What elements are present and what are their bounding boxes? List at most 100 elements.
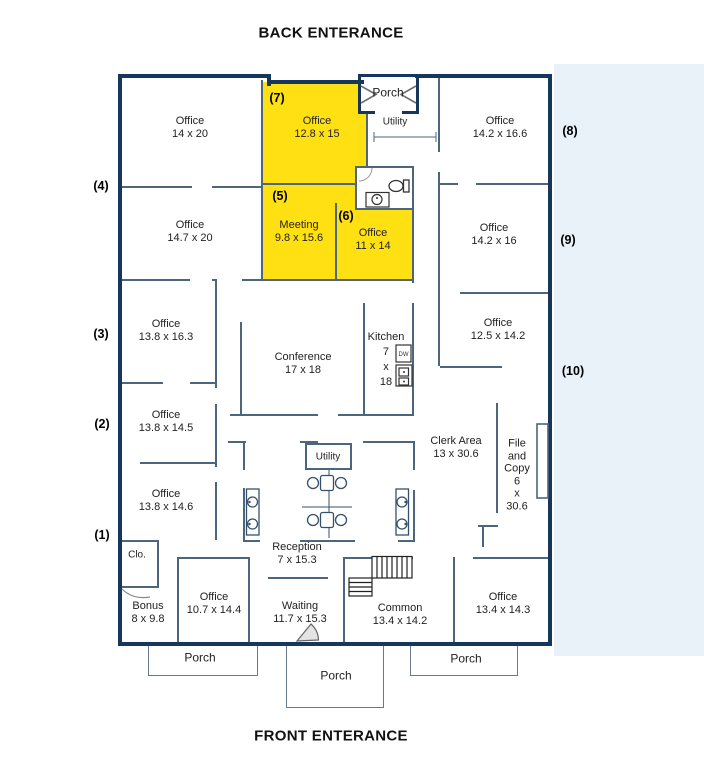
- room-name: Office: [151, 318, 181, 330]
- room-name: Office: [483, 317, 513, 329]
- room-dims: 9.8 x 15.6: [274, 232, 324, 244]
- wall-segment: [118, 74, 271, 78]
- room-dims: 14 x 20: [171, 128, 209, 140]
- room-dims: 30.6: [506, 500, 528, 512]
- room-dims: 10.7 x 14.4: [186, 604, 242, 616]
- room-label-office-13-8x16-3: Office 13.8 x 16.3: [139, 318, 193, 344]
- wall-segment: [268, 577, 328, 579]
- wall-segment: [412, 166, 414, 283]
- room-label-reception: Reception 7 x 15.3: [272, 541, 322, 567]
- room-name: Common: [377, 602, 423, 614]
- room-name: Clo.: [128, 549, 146, 561]
- porch-front-right: [410, 645, 518, 676]
- room-label-waiting: Waiting 11.7 x 15.3: [273, 600, 327, 626]
- wall-segment: [157, 540, 159, 588]
- room-label-porch-back: Porch: [372, 85, 404, 100]
- wall-segment: [476, 183, 550, 185]
- room-name: Porch: [450, 651, 482, 666]
- room-dims: 8 x 9.8: [131, 613, 165, 625]
- wall-segment: [118, 540, 159, 542]
- room-label-office-13-8x14-6: Office 13.8 x 14.6: [139, 488, 193, 514]
- unit-marker-8: (8): [562, 124, 578, 138]
- room-name: Reception: [272, 541, 322, 553]
- room-name: Clerk Area: [430, 435, 482, 447]
- wall-segment: [215, 404, 217, 467]
- wall-segment: [261, 80, 263, 281]
- front-entrance-title: FRONT ENTERANCE: [254, 727, 408, 745]
- room-dims: x: [514, 487, 520, 500]
- file-cabinet-icon: [536, 423, 549, 499]
- wall-segment: [228, 441, 246, 443]
- room-name: Porch: [320, 668, 352, 683]
- wall-segment: [190, 382, 217, 384]
- room-dims: 11.7 x 15.3: [273, 613, 327, 625]
- room-name: Office: [358, 227, 388, 239]
- wall-segment: [267, 80, 364, 84]
- unit-marker-9: (9): [560, 233, 576, 247]
- room-label-office-14-2x16: Office 14.2 x 16: [471, 222, 516, 248]
- room-name: Office: [151, 409, 181, 421]
- room-name: Office: [175, 115, 205, 127]
- room-name: Porch: [372, 85, 404, 100]
- room-dims: 14.7 x 20: [167, 232, 213, 244]
- room-label-common: Common 13.4 x 14.2: [373, 602, 427, 628]
- wall-segment: [243, 488, 245, 542]
- workstation-desks-icon: [245, 470, 410, 538]
- wall-segment: [243, 540, 260, 542]
- room-dims: 12.5 x 14.2: [470, 330, 526, 342]
- room-name: Office: [485, 115, 515, 127]
- wall-segment: [478, 525, 498, 527]
- room-dims: 7 x 15.3: [277, 554, 317, 566]
- wall-segment: [118, 74, 122, 646]
- room-name: Utility: [382, 116, 408, 128]
- unit-marker-3: (3): [93, 327, 109, 341]
- unit-marker-4: (4): [93, 179, 109, 193]
- room-label-office-12-5x14-2: Office 12.5 x 14.2: [471, 317, 525, 343]
- porch-back-door-opening: [375, 108, 402, 115]
- room-label-conference: Conference 17 x 18: [275, 351, 332, 377]
- wall-segment: [440, 366, 502, 368]
- wall-segment: [118, 382, 163, 384]
- highlight-unit-7: [263, 82, 368, 185]
- room-label-office-11x14: Office 11 x 14: [355, 227, 390, 253]
- room-dims: 14.2 x 16.6: [472, 128, 528, 140]
- wall-segment: [473, 557, 550, 559]
- room-name: Office: [199, 591, 229, 603]
- wall-segment: [438, 183, 458, 185]
- background-wash: [554, 64, 704, 656]
- room-label-office-12-8x15: Office 12.8 x 15: [294, 115, 339, 141]
- room-name: Waiting: [281, 600, 319, 612]
- room-name: Conference: [274, 351, 332, 363]
- room-name: Utility: [315, 451, 341, 463]
- wall-segment: [343, 557, 413, 559]
- wall-segment: [398, 540, 415, 542]
- wall-segment: [118, 642, 552, 646]
- room-name: Office: [479, 222, 509, 234]
- bathroom-area: [355, 166, 413, 209]
- wall-segment: [300, 441, 318, 443]
- stairs-icon: [348, 555, 413, 597]
- room-label-kitchen: Kitchen 7 x 18: [368, 330, 405, 390]
- room-name: Kitchen: [367, 331, 405, 343]
- room-name: Office: [175, 219, 205, 231]
- wall-segment: [230, 414, 318, 416]
- room-name: Porch: [184, 650, 216, 665]
- wall-segment: [177, 557, 179, 644]
- unit-marker-2: (2): [94, 417, 110, 431]
- wall-segment: [548, 74, 552, 646]
- room-name: Bonus: [132, 600, 164, 612]
- back-entrance-title: BACK ENTERANCE: [258, 24, 404, 42]
- room-dims: 13.4 x 14.2: [372, 615, 428, 627]
- wall-segment: [243, 441, 245, 470]
- wall-segment: [177, 557, 250, 559]
- room-name: Office: [151, 488, 181, 500]
- wall-segment: [212, 279, 217, 281]
- room-dims: 13.8 x 16.3: [138, 331, 194, 343]
- room-label-clerk-area: Clerk Area 13 x 30.6: [430, 435, 481, 461]
- front-door-swing-icon: [295, 623, 320, 642]
- room-dims: 14.2 x 16: [471, 235, 517, 247]
- wall-segment: [118, 586, 159, 588]
- room-label-porch-front-center: Porch: [320, 668, 352, 683]
- wall-segment: [460, 292, 548, 294]
